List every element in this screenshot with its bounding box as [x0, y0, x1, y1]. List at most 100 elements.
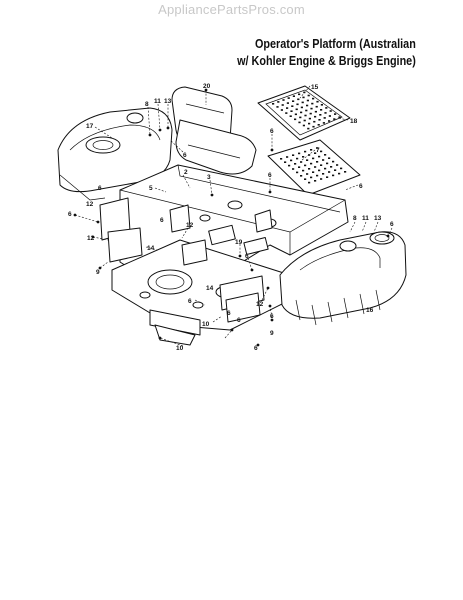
callout-13: 13 [374, 215, 382, 222]
mat-tread [314, 115, 317, 118]
mat-tread [285, 112, 288, 114]
callout-12: 12 [86, 201, 94, 208]
mat-tread [319, 114, 322, 116]
mat-tread [298, 121, 301, 124]
mat-tread [309, 112, 312, 115]
mat-tread [316, 147, 319, 149]
mat-tread [289, 115, 292, 117]
callout-6: 6 [68, 211, 72, 218]
callout-6: 6 [359, 183, 363, 190]
mat-tread [308, 168, 311, 170]
mat-tread [300, 111, 303, 114]
mat-tread [300, 106, 303, 109]
mat-tread [303, 119, 306, 122]
callout-10: 10 [202, 321, 210, 328]
mat-tread [320, 150, 323, 153]
callout-5: 5 [149, 185, 153, 192]
mat-tread [324, 167, 327, 170]
mat-tread [302, 124, 305, 127]
callout-6: 6 [237, 317, 241, 324]
mat-tread [336, 164, 339, 166]
mat-tread [326, 162, 329, 165]
mat-tread [287, 97, 290, 99]
leader-lines [74, 85, 393, 347]
mat-tread [323, 117, 326, 119]
mat-tread [286, 107, 289, 109]
callout-19: 19 [235, 239, 243, 246]
mat-tread [315, 105, 318, 108]
mat-tread [277, 101, 280, 103]
mat-tread [312, 97, 315, 100]
callout-3: 3 [207, 174, 211, 181]
callout-7: 7 [316, 147, 320, 154]
mat-tread [292, 95, 295, 97]
mat-tread [340, 167, 343, 170]
seat [171, 86, 257, 175]
mat-tread [312, 157, 315, 160]
mat-tread [314, 166, 317, 168]
mat-tread [302, 169, 305, 172]
callout-6: 6 [270, 313, 274, 320]
callout-17: 17 [86, 123, 94, 130]
mat-tread [308, 117, 311, 120]
callout-10: 10 [176, 345, 184, 352]
callout-6: 6 [98, 185, 102, 192]
mat-tread [310, 107, 313, 110]
callout-6: 6 [254, 345, 258, 352]
mat-tread [308, 122, 311, 125]
mat-tread [332, 174, 335, 177]
mat-tread [298, 93, 301, 96]
mat-tread [320, 104, 323, 106]
mat-tread [300, 175, 303, 177]
mat-tread [272, 103, 275, 105]
mat-tread [281, 104, 284, 106]
mat-tread [305, 109, 308, 112]
mat-tread [324, 154, 327, 156]
callout-14: 14 [147, 245, 155, 252]
mat-tread [291, 105, 294, 107]
mat-tread [318, 155, 321, 158]
mat-tread [294, 163, 297, 165]
title-line-2: w/ Kohler Engine & Briggs Engine) [237, 54, 416, 68]
callout-18: 18 [350, 118, 358, 125]
mat-tread [286, 102, 289, 104]
callout-9: 9 [96, 269, 100, 276]
callout-11: 11 [362, 215, 369, 222]
mat-tread [333, 118, 336, 120]
mat-tread [292, 100, 295, 102]
mat-tread [338, 172, 341, 175]
mat-tread [288, 164, 291, 167]
mat-tread [344, 171, 347, 173]
mat-tread [338, 116, 341, 118]
mat-tread [304, 164, 307, 167]
mat-tread [316, 161, 319, 163]
mat-tread [328, 120, 331, 122]
mat-tread [326, 176, 329, 178]
mat-tread [296, 171, 299, 174]
mat-tread [312, 171, 315, 173]
mat-tread [280, 158, 283, 160]
mat-tread [296, 103, 299, 106]
mat-tread [330, 166, 333, 168]
mat-tread [294, 113, 297, 116]
mat-tread [306, 173, 309, 175]
mat-tread [310, 176, 313, 179]
mat-tread [313, 120, 316, 123]
mat-tread [322, 173, 325, 175]
mat-tread [294, 118, 297, 121]
mat-tread [320, 164, 323, 166]
mat-tread [316, 100, 319, 103]
callout-12: 12 [186, 222, 194, 229]
mat-tread [304, 178, 307, 180]
left-brackets [99, 197, 208, 266]
mat-tread [298, 152, 301, 155]
mat-tread [318, 169, 321, 172]
title-line-1: Operator's Platform (Australian [255, 37, 416, 51]
mat-tread [284, 161, 287, 163]
mat-tread [297, 98, 300, 101]
mat-tread [328, 115, 331, 117]
fasteners [73, 88, 390, 347]
callout-16: 16 [366, 307, 374, 314]
mat-tread [325, 107, 328, 109]
